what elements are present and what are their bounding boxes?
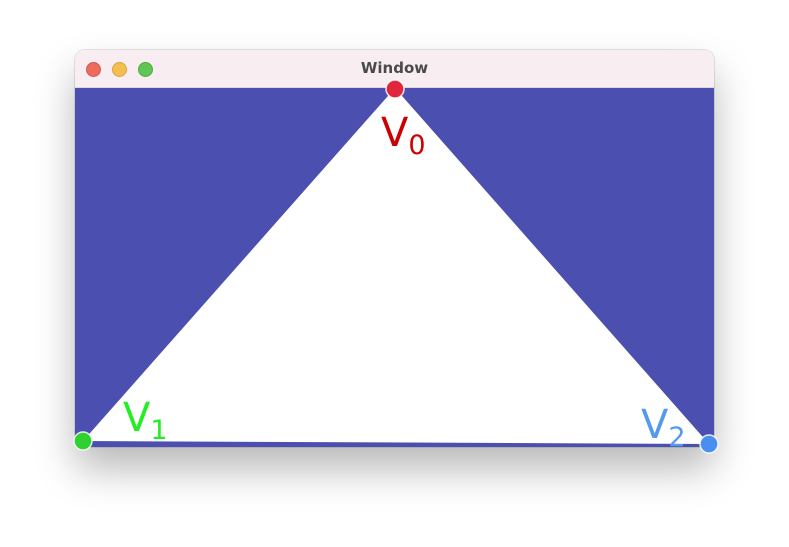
- window-title: Window: [360, 59, 429, 77]
- zoom-button[interactable]: [138, 62, 153, 77]
- render-canvas: [75, 88, 714, 447]
- vertex-2-handle[interactable]: [699, 434, 719, 454]
- vertex-1-handle[interactable]: [73, 431, 93, 451]
- vertex-0-handle[interactable]: [385, 79, 405, 99]
- triangle: [83, 88, 709, 444]
- app-window: Window: [75, 50, 714, 447]
- minimize-button[interactable]: [112, 62, 127, 77]
- close-button[interactable]: [86, 62, 101, 77]
